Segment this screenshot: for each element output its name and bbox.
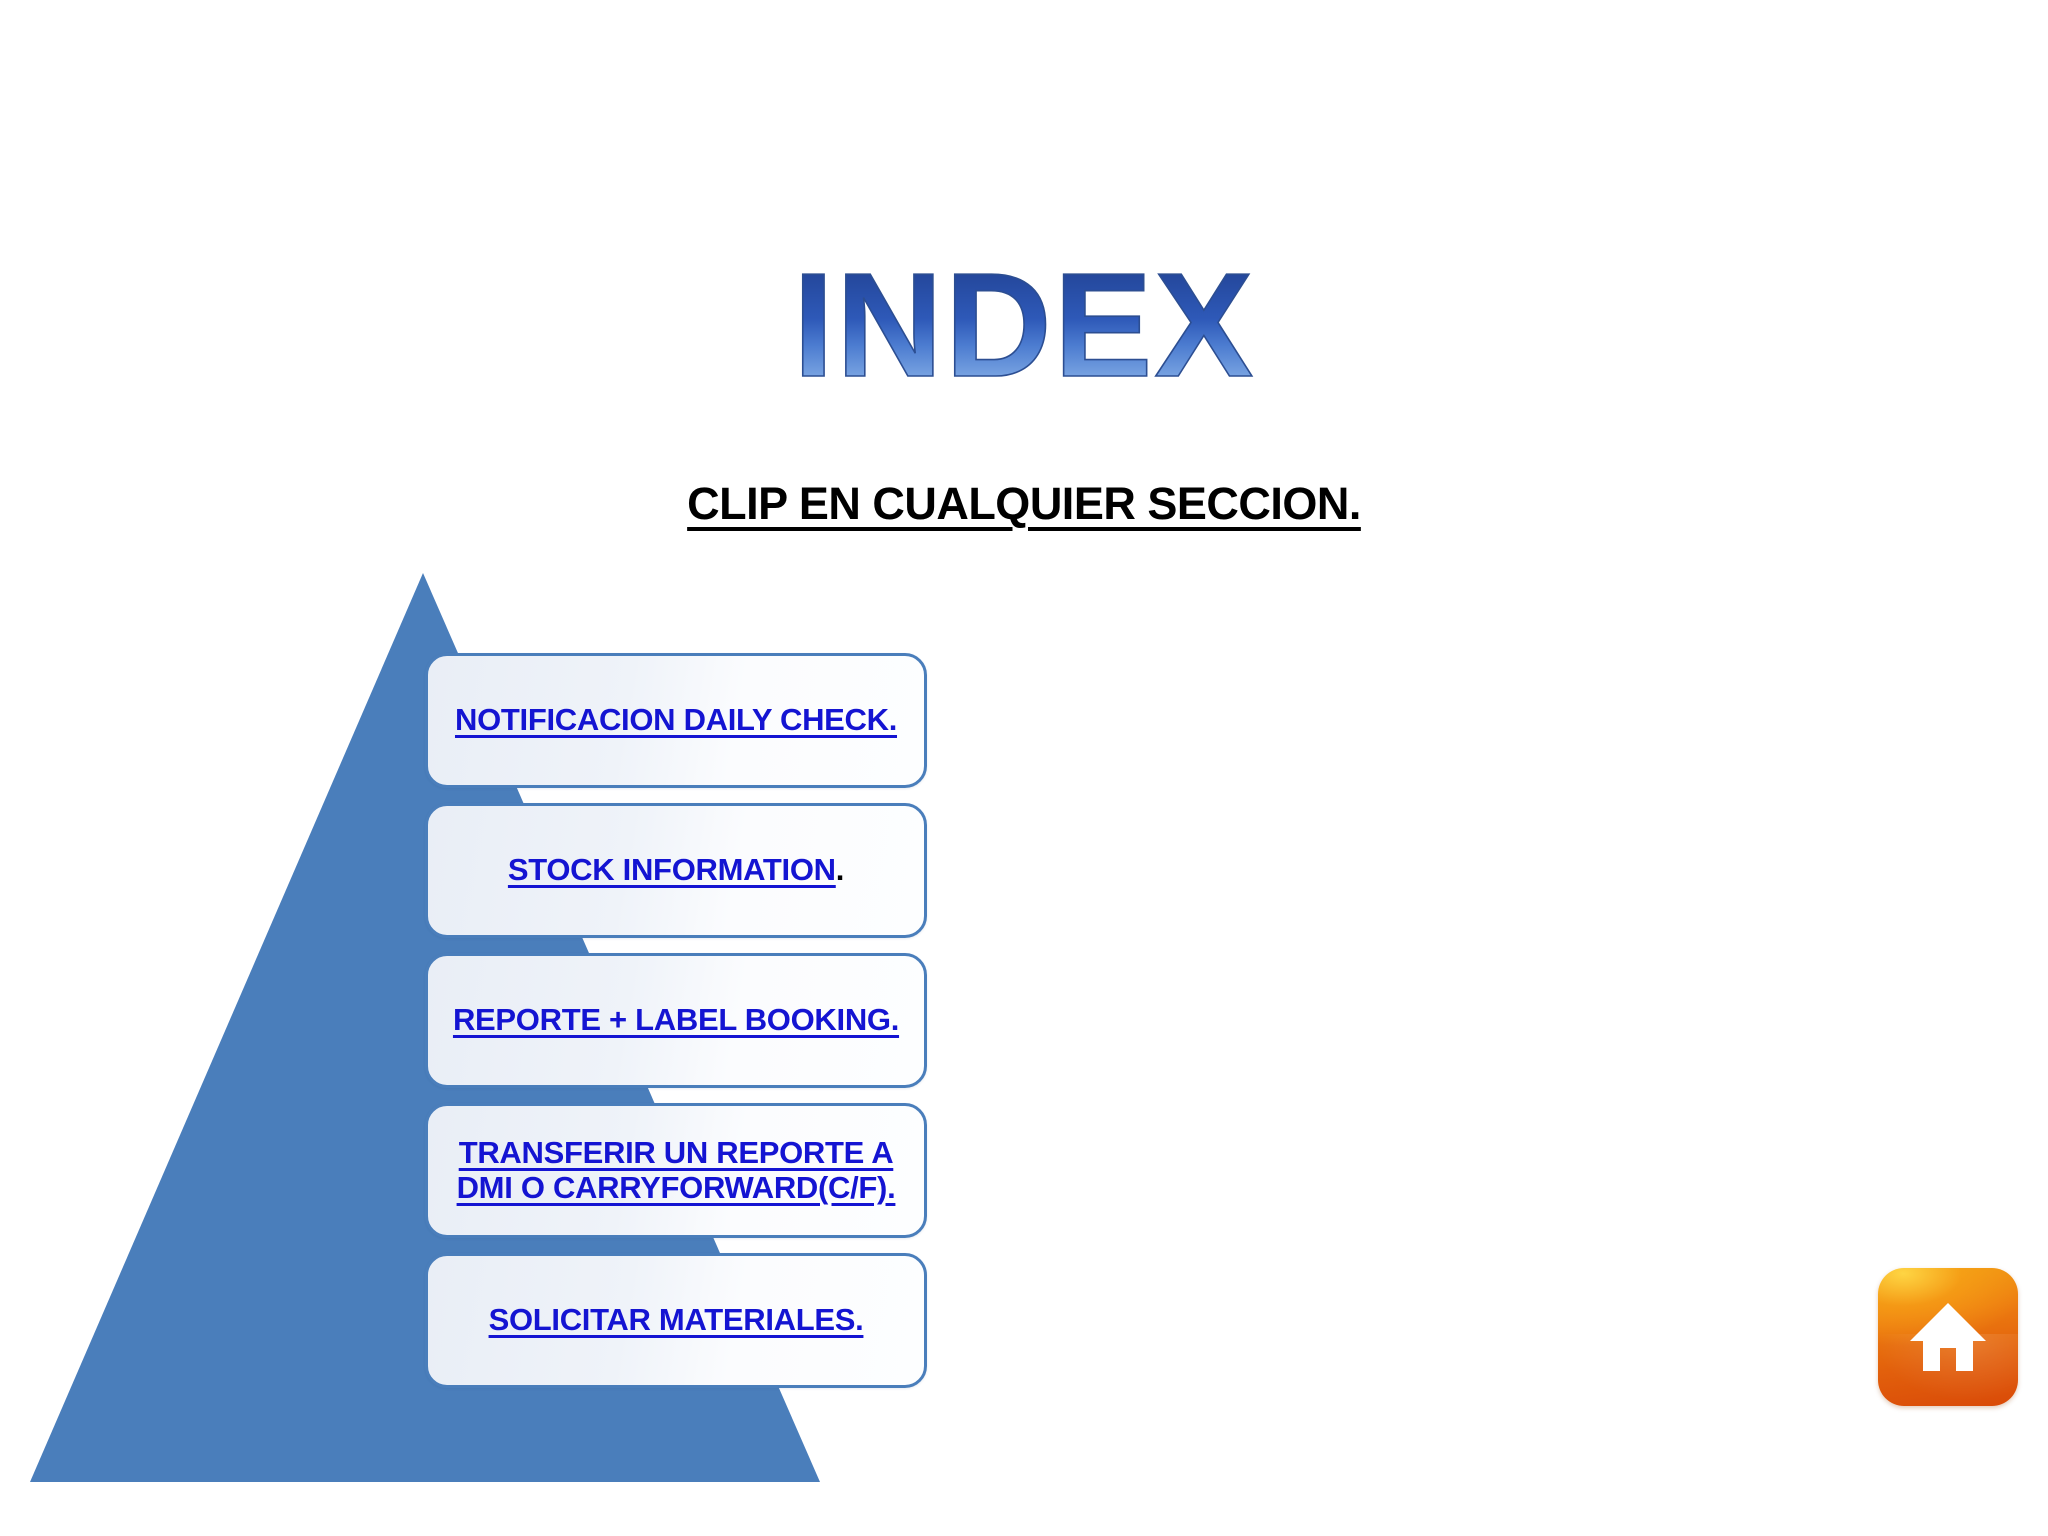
page-subtitle: CLIP EN CUALQUIER SECCION.: [0, 478, 2048, 530]
title-wordart: INDEX: [0, 244, 2048, 414]
index-item-reporte-label-booking[interactable]: REPORTE + LABEL BOOKING.: [425, 953, 927, 1088]
subtitle-text: CLIP EN CUALQUIER SECCION.: [687, 478, 1361, 529]
index-item-label: NOTIFICACION DAILY CHECK.: [454, 702, 898, 738]
index-item-label: TRANSFERIR UN REPORTE A DMI O CARRYFORWA…: [456, 1134, 896, 1205]
index-item-notificacion-daily-check[interactable]: NOTIFICACION DAILY CHECK.: [425, 653, 927, 788]
index-item-transferir-reporte-dmi[interactable]: TRANSFERIR UN REPORTE A DMI O CARRYFORWA…: [425, 1103, 927, 1238]
index-item-label: REPORTE + LABEL BOOKING.: [452, 1002, 900, 1038]
index-item-stock-information[interactable]: STOCK INFORMATION.: [425, 803, 927, 938]
title-text: INDEX: [793, 244, 1255, 408]
home-button[interactable]: [1878, 1268, 2018, 1406]
index-item-label: STOCK INFORMATION.: [507, 852, 845, 888]
index-item-solicitar-materiales[interactable]: SOLICITAR MATERIALES.: [425, 1253, 927, 1388]
index-item-label: SOLICITAR MATERIALES.: [488, 1302, 864, 1338]
index-list: NOTIFICACION DAILY CHECK. STOCK INFORMAT…: [425, 653, 927, 1393]
home-icon: [1910, 1303, 1986, 1371]
